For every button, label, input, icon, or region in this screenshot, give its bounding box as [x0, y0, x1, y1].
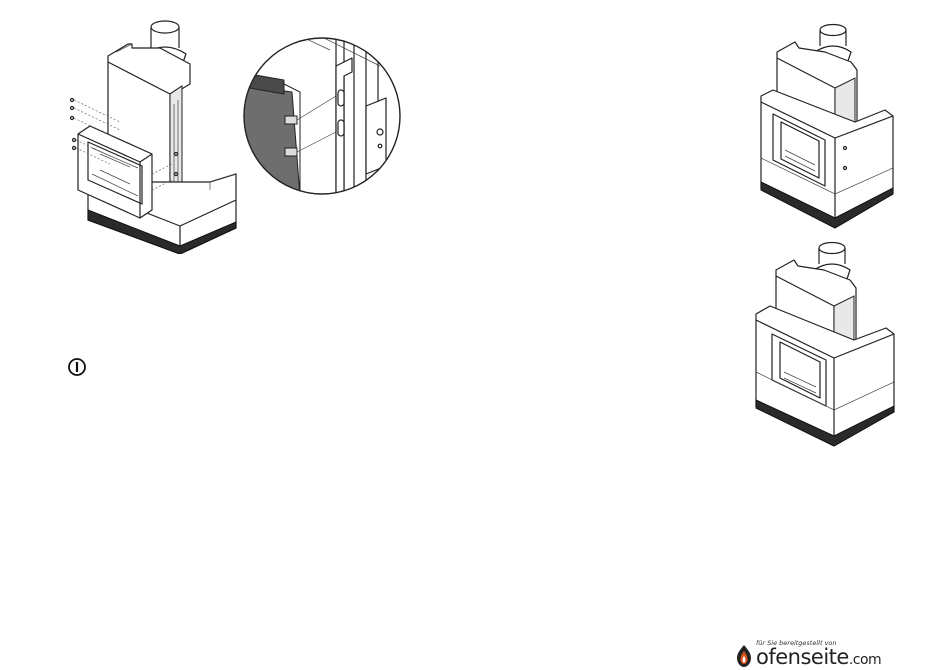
- ofenseite-logo: für Sie bereitgestellt von ofenseite.com: [730, 634, 900, 670]
- assembled-stove-stage-2: [750, 236, 898, 451]
- info-circle-icon: [67, 357, 87, 377]
- flame-icon: [732, 644, 756, 668]
- assembly-exploded-illustration: [60, 14, 250, 254]
- assembled-stove-stage-1: [755, 18, 895, 233]
- logo-wordmark: ofenseite.com: [756, 645, 881, 669]
- logo-brand-name: ofenseite: [756, 645, 849, 669]
- logo-brand-tld: .com: [849, 652, 881, 668]
- hinge-detail-illustration: [240, 36, 406, 196]
